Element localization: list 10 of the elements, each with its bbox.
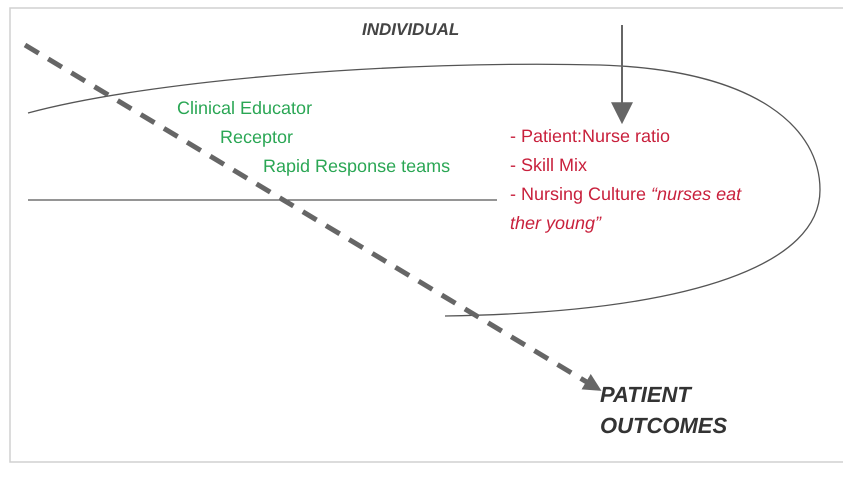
list-item: - Nursing Culture “nurses eat ther young” bbox=[510, 183, 743, 235]
list-item: - Patient:Nurse ratio bbox=[510, 125, 672, 148]
factor-label: Rapid Response teams bbox=[263, 156, 450, 177]
outcome-heading: PATIENT OUTCOMES bbox=[600, 380, 780, 442]
heading: INDIVIDUAL bbox=[362, 20, 460, 40]
dashed-arrow bbox=[24, 42, 602, 392]
arrow bbox=[611, 25, 633, 124]
factor-label: Clinical Educator bbox=[177, 98, 312, 119]
list-item: - Skill Mix bbox=[510, 154, 588, 177]
factor-label: Receptor bbox=[220, 127, 294, 148]
